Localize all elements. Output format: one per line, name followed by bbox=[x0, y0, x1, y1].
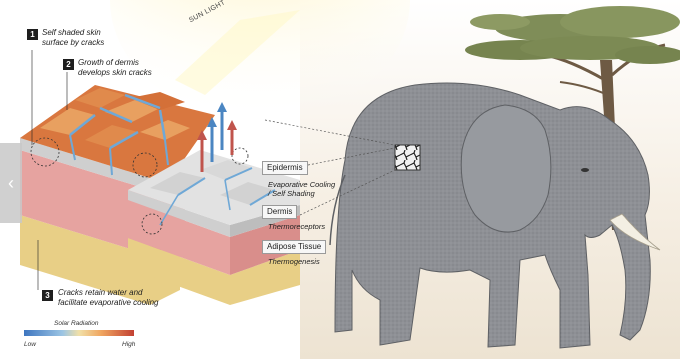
epidermis-function-line-1: Evaporative Cooling bbox=[268, 180, 335, 189]
step-2-line-2: develops skin cracks bbox=[78, 68, 152, 78]
solar-radiation-title: Solar Radiation bbox=[54, 320, 98, 327]
epidermis-function: Evaporative Cooling / Self Shading bbox=[268, 180, 335, 198]
step-2-badge: 2 bbox=[63, 59, 74, 70]
scale-low-label: Low bbox=[24, 341, 36, 348]
step-2-line-1: Growth of dermis bbox=[78, 58, 152, 68]
step-1-text: Self shaded skin surface by cracks bbox=[42, 28, 104, 48]
solar-radiation-scale-bar bbox=[24, 330, 134, 336]
adipose-tissue-label: Adipose Tissue bbox=[262, 240, 326, 254]
step-3-text: Cracks retain water and facilitate evapo… bbox=[58, 288, 159, 308]
step-1-line-2: surface by cracks bbox=[42, 38, 104, 48]
step-3-line-1: Cracks retain water and bbox=[58, 288, 159, 298]
epidermis-function-line-2: / Self Shading bbox=[268, 189, 335, 198]
step-2-text: Growth of dermis develops skin cracks bbox=[78, 58, 152, 78]
scale-high-label: High bbox=[122, 341, 135, 348]
carousel-prev-button[interactable]: ‹ bbox=[0, 143, 22, 223]
adipose-tissue-function: Thermogenesis bbox=[268, 257, 320, 266]
skin-sample-patch bbox=[395, 145, 420, 170]
step-1-line-1: Self shaded skin bbox=[42, 28, 104, 38]
epidermis-label: Epidermis bbox=[262, 161, 308, 175]
dermis-label: Dermis bbox=[262, 205, 297, 219]
dermis-function: Thermoreceptors bbox=[268, 222, 325, 231]
step-3-badge: 3 bbox=[42, 290, 53, 301]
step-3-line-2: facilitate evaporative cooling bbox=[58, 298, 159, 308]
chevron-left-icon: ‹ bbox=[8, 173, 14, 194]
step-1-badge: 1 bbox=[27, 29, 38, 40]
